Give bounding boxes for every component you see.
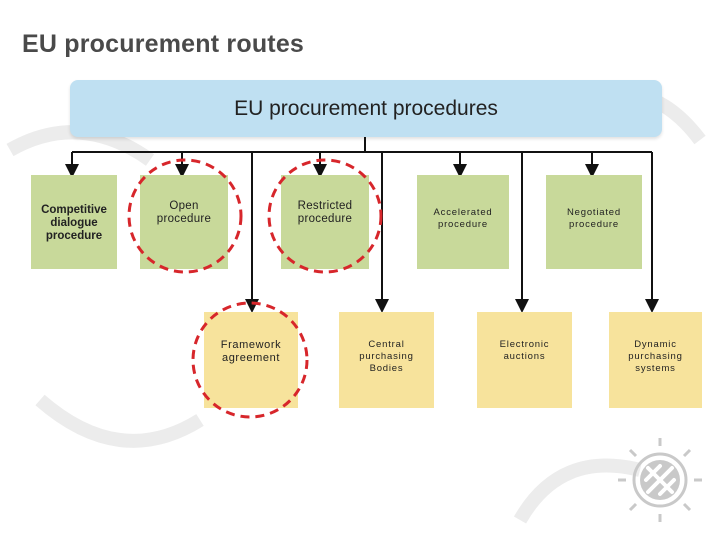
procedure-label: Open procedure — [156, 200, 212, 225]
procedure-label: Negotiated procedure — [567, 207, 621, 230]
procedure-label: Accelerated procedure — [433, 207, 493, 230]
procedure-box-restricted: Restricted procedure — [281, 175, 369, 269]
instrument-box-framework: Framework agreement — [204, 312, 298, 408]
instrument-label: Electronic auctions — [499, 339, 550, 362]
compass-logo-icon — [618, 438, 702, 522]
procedure-box-negotiated: Negotiated procedure — [546, 175, 642, 269]
instrument-box-electronic: Electronic auctions — [477, 312, 572, 408]
instrument-box-dynamic: Dynamic purchasing systems — [609, 312, 702, 408]
procedure-box-open: Open procedure — [140, 175, 228, 269]
root-node-label: EU procurement procedures — [234, 96, 498, 120]
root-node-procurement-procedures: EU procurement procedures — [70, 80, 662, 137]
procedure-label: Restricted procedure — [297, 200, 353, 225]
page-title: EU procurement routes — [22, 30, 305, 58]
instrument-label: Dynamic purchasing systems — [628, 339, 683, 374]
procedure-box-accelerated: Accelerated procedure — [417, 175, 509, 269]
instrument-label: Framework agreement — [220, 339, 282, 364]
instrument-label: Central purchasing Bodies — [359, 339, 414, 374]
instrument-box-central: Central purchasing Bodies — [339, 312, 434, 408]
procedure-box-competitive: Competitive dialogue procedure — [31, 175, 117, 269]
procedure-label: Competitive dialogue procedure — [41, 204, 107, 242]
